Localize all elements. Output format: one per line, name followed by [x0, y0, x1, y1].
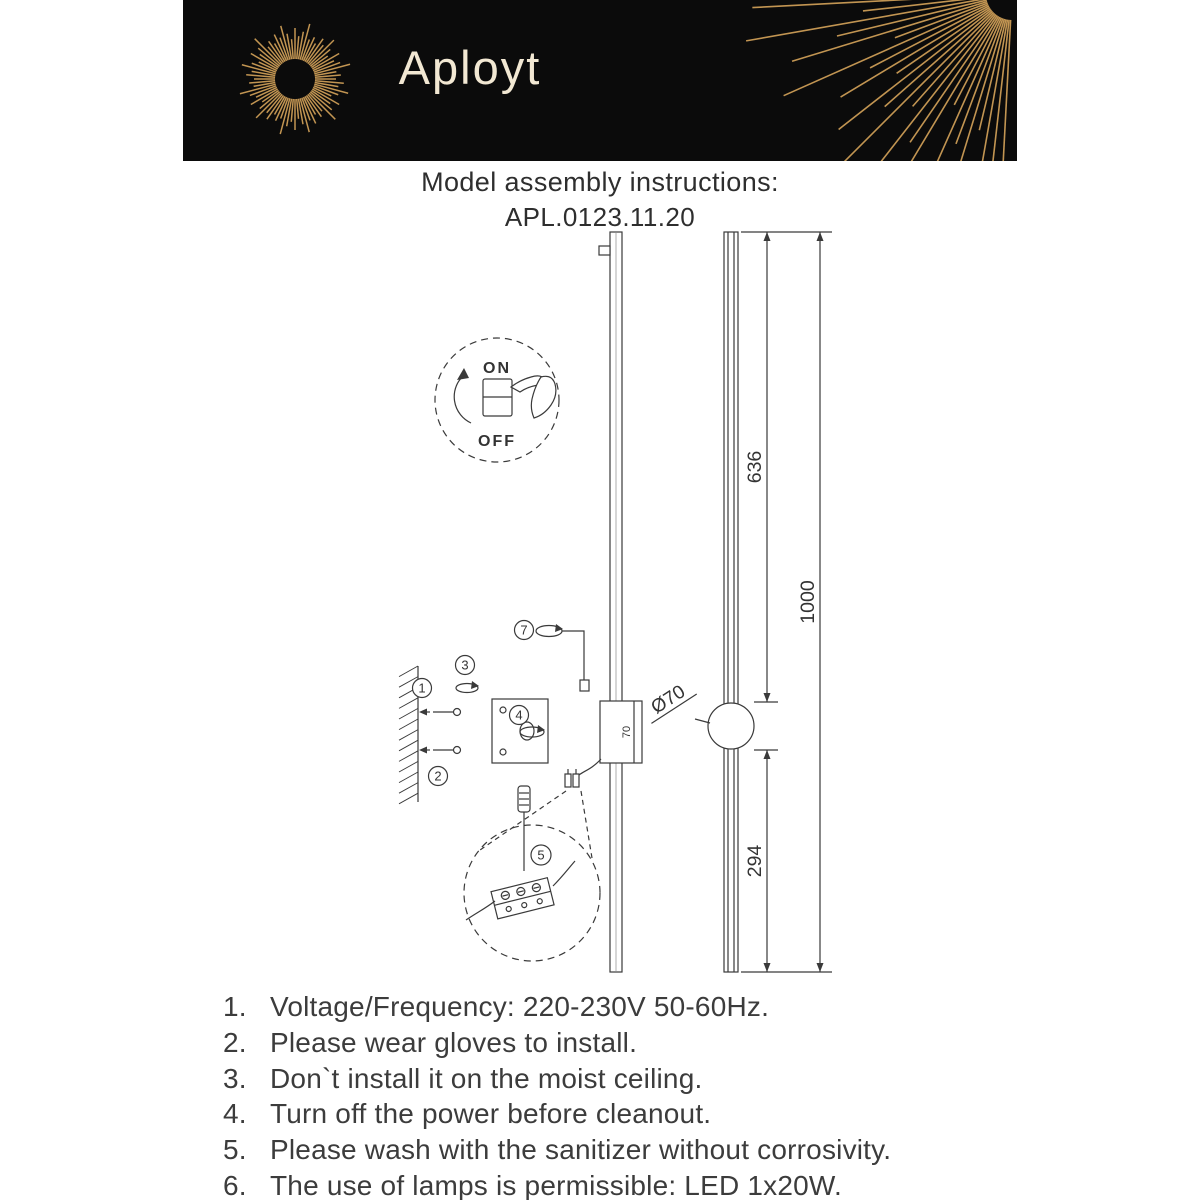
- wall-hatching: [398, 665, 419, 805]
- item-text: Voltage/Frequency: 220-230V 50-60Hz.: [270, 991, 770, 1022]
- toggle-arrow-icon: [453, 374, 472, 424]
- assembly-diagram: 70 ON OFF: [398, 231, 832, 973]
- callout-7: 7: [520, 623, 527, 638]
- callout-5: 5: [537, 848, 544, 863]
- wall-bracket: [599, 700, 643, 764]
- lamp-side-view: Ø70: [648, 231, 755, 973]
- list-item: 6. The use of lamps is permissible: LED …: [223, 1168, 1103, 1200]
- list-item: 1. Voltage/Frequency: 220-230V 50-60Hz.: [223, 989, 1103, 1025]
- item-text: Please wear gloves to install.: [270, 1026, 638, 1058]
- banner-decor: [239, 0, 1012, 161]
- item-number: 4.: [223, 1098, 247, 1130]
- brand-logo: Aployt: [398, 41, 542, 94]
- upper-length-label: 636: [744, 451, 766, 484]
- item-number: 5.: [223, 1134, 247, 1166]
- list-item: 4. Turn off the power before cleanout.: [223, 1096, 1103, 1132]
- corner-rays-icon: [745, 0, 1012, 161]
- list-item: 3. Don`t install it on the moist ceiling…: [223, 1061, 1103, 1097]
- callout-4: 4: [515, 708, 522, 723]
- item-number: 6.: [223, 1169, 247, 1200]
- item-text: Turn off the power before cleanout.: [270, 1098, 712, 1130]
- header-banner: Aployt: [183, 0, 1017, 161]
- mount-knob: [707, 702, 755, 750]
- terminal-detail: 5: [463, 785, 601, 962]
- sunburst-icon: [239, 23, 351, 135]
- off-label: OFF: [478, 433, 516, 450]
- list-item: 5. Please wash with the sanitizer withou…: [223, 1132, 1103, 1168]
- switch-detail: ON OFF: [434, 337, 560, 463]
- item-number: 3.: [223, 1062, 247, 1094]
- item-text: Don`t install it on the moist ceiling.: [270, 1062, 703, 1094]
- item-number: 1.: [223, 991, 247, 1022]
- instruction-list: 1. Voltage/Frequency: 220-230V 50-60Hz. …: [223, 989, 1103, 1200]
- callout-3: 3: [461, 658, 468, 673]
- lamp-front-view: 70: [479, 231, 643, 973]
- page-title: Model assembly instructions:: [421, 167, 779, 197]
- item-number: 2.: [223, 1026, 247, 1058]
- title-block: Model assembly instructions: APL.0123.11…: [0, 167, 1200, 233]
- lower-length-label: 294: [744, 845, 766, 878]
- callout-2: 2: [434, 769, 441, 784]
- model-number: APL.0123.11.20: [504, 202, 696, 232]
- overall-length-label: 1000: [797, 580, 819, 624]
- callout-1: 1: [418, 681, 425, 696]
- on-label: ON: [483, 360, 511, 377]
- list-item: 2. Please wear gloves to install.: [223, 1025, 1103, 1061]
- dimensions: 636 294 1000: [741, 231, 832, 973]
- mount-detail: 1 2 3 4 7: [398, 619, 563, 805]
- item-text: Please wash with the sanitizer without c…: [270, 1134, 892, 1166]
- item-text: The use of lamps is permissible: LED 1x2…: [270, 1169, 842, 1200]
- bracket-dimension-label: 70: [621, 726, 633, 738]
- terminal-block: [490, 876, 555, 920]
